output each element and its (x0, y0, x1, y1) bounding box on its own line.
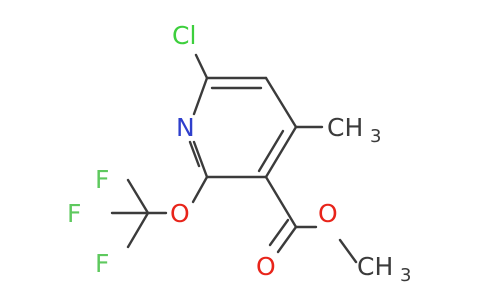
bond-c2-n (192, 140, 209, 179)
bond-oester-methyl (338, 238, 358, 264)
bond-c5-c4 (264, 76, 298, 129)
bond-c2-n-inner (188, 140, 201, 168)
carbonyl-oxygen-label: O (256, 252, 276, 281)
nitrogen-label: N (176, 113, 195, 142)
bond-n-c6 (192, 76, 209, 116)
bond-c3-carbonylc (264, 175, 298, 229)
ester-oxygen-label: O (318, 199, 338, 228)
fluorine-label-2: F (67, 199, 81, 228)
bond-cf3-f1 (126, 178, 150, 215)
fluorine-label-1: F (95, 165, 109, 194)
bond-c4-c3 (264, 125, 298, 179)
methyl-ester-label: CH (357, 252, 393, 281)
bond-carbonyl-o-second (268, 218, 290, 247)
methyl-ring-label: CH (327, 113, 363, 142)
chlorine-label: Cl (172, 21, 196, 50)
ether-oxygen-label: O (170, 199, 190, 228)
bond-carbonyl-o (276, 225, 298, 254)
bond-cf3-f3 (126, 211, 150, 249)
bond-c2-oether (191, 175, 209, 204)
fluorine-label-3: F (95, 249, 109, 278)
bond-c4-c3-inner (257, 129, 285, 173)
methyl-ring-subscript: 3 (370, 126, 381, 147)
methyl-ester-subscript: 3 (400, 265, 411, 286)
bond-c6-cl (194, 53, 209, 80)
